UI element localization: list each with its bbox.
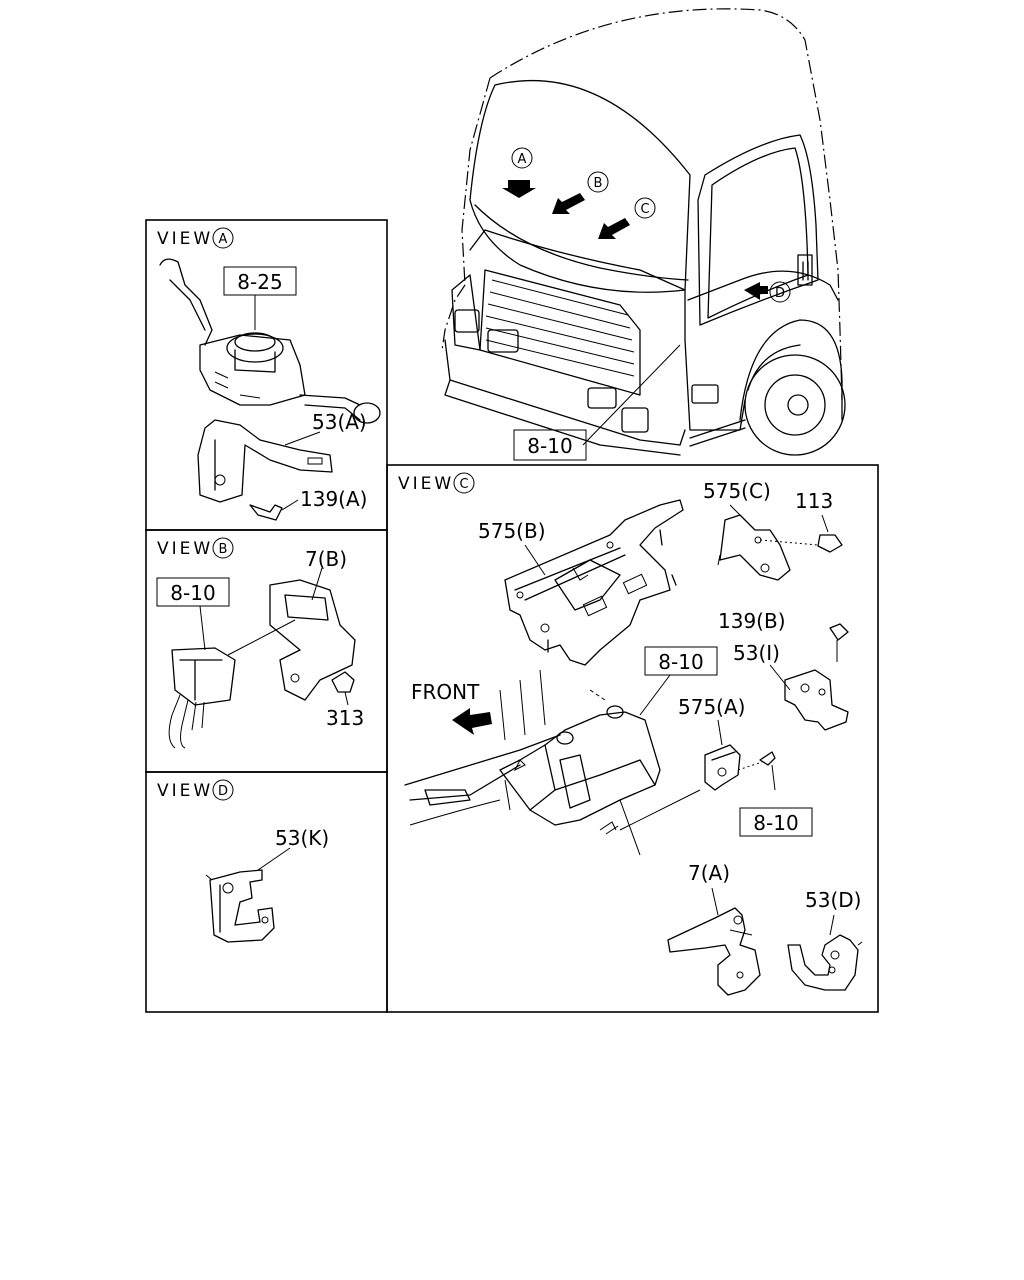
view-d-letter: D <box>218 784 228 799</box>
view-d: VIEW D 53(K) <box>157 779 329 943</box>
view-b-bracket-label: 7(B) <box>305 547 347 571</box>
arrow-d-letter: D <box>775 286 785 301</box>
view-c-letter: C <box>459 477 468 492</box>
view-a-bolt-label: 139(A) <box>300 487 367 511</box>
view-c-ref-bottom-label: 8-10 <box>753 811 798 835</box>
view-b-panel <box>145 529 388 773</box>
view-a-letter: A <box>219 232 228 247</box>
front-label: FRONT <box>411 680 480 704</box>
view-c-ref-top-label: 8-10 <box>658 650 703 674</box>
label-139b: 139(B) <box>718 609 786 633</box>
arrow-b-letter: B <box>594 176 603 191</box>
label-53i: 53(I) <box>733 641 780 665</box>
view-d-panel <box>145 771 388 1013</box>
view-a-bracket-label: 53(A) <box>312 410 367 434</box>
view-a: VIEW A 8-25 53(A) 139(A) <box>157 227 381 521</box>
view-b: VIEW B 8-10 7(B) 313 <box>156 537 364 749</box>
label-113: 113 <box>795 489 833 513</box>
view-d-bracket-label: 53(K) <box>275 826 329 850</box>
view-c-panel <box>386 464 879 1013</box>
view-b-title: VIEW <box>157 539 213 559</box>
label-575c: 575(C) <box>703 479 771 503</box>
view-d-title: VIEW <box>157 781 213 801</box>
view-b-nut-label: 313 <box>326 706 364 730</box>
label-575b: 575(B) <box>478 519 546 543</box>
label-575a: 575(A) <box>678 695 745 719</box>
arrow-c-letter: C <box>640 202 649 217</box>
view-a-ref-label: 8-25 <box>237 270 282 294</box>
arrow-a-letter: A <box>518 152 527 167</box>
view-c-title: VIEW <box>398 474 454 494</box>
view-b-letter: B <box>219 542 228 557</box>
label-53d: 53(D) <box>805 888 861 912</box>
cab-ref-label: 8-10 <box>527 434 572 458</box>
label-7a: 7(A) <box>688 861 730 885</box>
view-c: VIEW C 575(B) 575(C) 113 139(B) 53(I) <box>398 472 863 996</box>
view-a-title: VIEW <box>157 229 213 249</box>
view-b-ref-label: 8-10 <box>170 581 215 605</box>
truck-cab-illustration: A B C D 8-10 <box>441 8 846 461</box>
